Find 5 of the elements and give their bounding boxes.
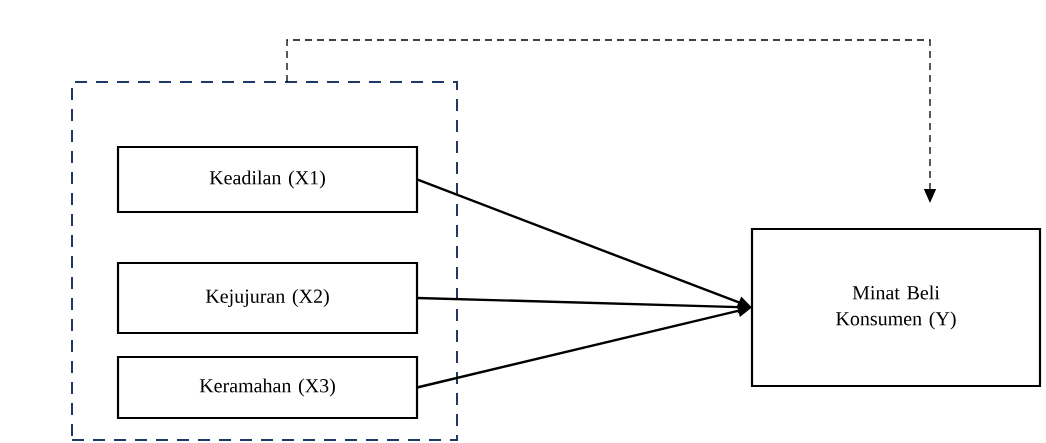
variable-box: Keadilan (X1) bbox=[116, 145, 419, 214]
variable-box: Keramahan (X3) bbox=[116, 355, 419, 420]
variable-box: Kejujuran (X2) bbox=[116, 261, 419, 335]
variable-box: Minat Beli Konsumen (Y) bbox=[750, 227, 1042, 388]
group-box bbox=[71, 81, 458, 441]
